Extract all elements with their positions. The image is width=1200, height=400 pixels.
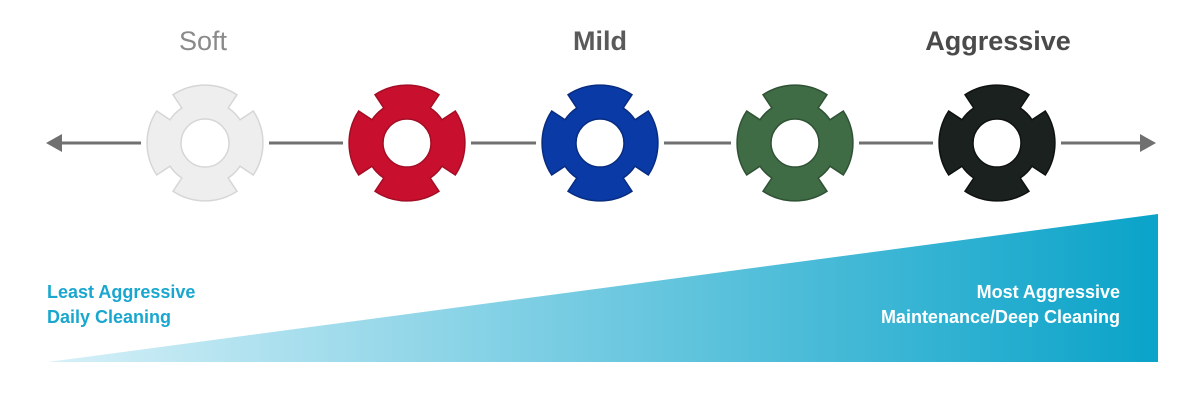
green-pad	[736, 84, 854, 202]
red-pad-backdrop	[343, 79, 471, 207]
scale-label-mild: Mild	[573, 26, 627, 56]
scale-label-aggressive: Aggressive	[925, 26, 1071, 56]
aggressiveness-wedge	[48, 214, 1158, 362]
black-pad-backdrop	[933, 79, 1061, 207]
black-pad	[938, 84, 1056, 202]
pad-row	[141, 79, 1061, 207]
blue-pad	[541, 84, 659, 202]
green-pad-backdrop	[731, 79, 859, 207]
caption-left-line2: Daily Cleaning	[47, 307, 172, 327]
caption-left-line1: Least Aggressive	[47, 282, 196, 302]
caption-right-line2: Maintenance/Deep Cleaning	[880, 307, 1120, 327]
red-pad	[348, 84, 466, 202]
arrow-left-icon	[46, 134, 62, 152]
arrow-right-icon	[1140, 134, 1156, 152]
scale-label-soft: Soft	[178, 26, 228, 56]
caption-least-aggressive: Least Aggressive Daily Cleaning	[47, 280, 195, 330]
caption-right-line1: Most Aggressive	[976, 282, 1120, 302]
caption-most-aggressive: Most Aggressive Maintenance/Deep Cleanin…	[881, 280, 1120, 330]
blue-pad-backdrop	[536, 79, 664, 207]
white-pad-backdrop	[141, 79, 269, 207]
white-pad	[146, 84, 264, 202]
